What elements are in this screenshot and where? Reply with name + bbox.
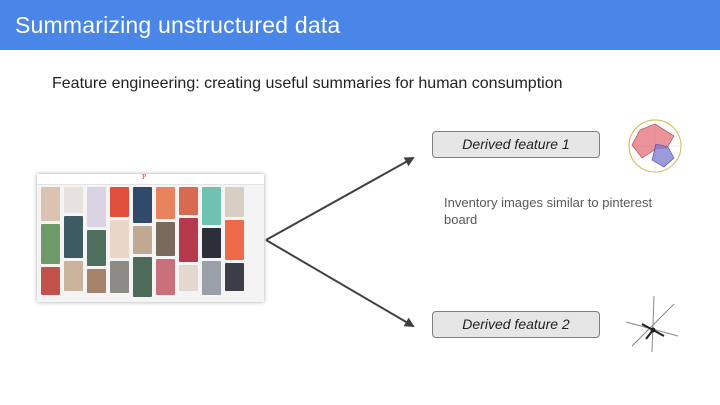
pin-column (202, 187, 221, 298)
derived-feature-1-box: Derived feature 1 (432, 131, 600, 158)
pin-column (225, 187, 244, 294)
slide-subtitle: Feature engineering: creating useful sum… (52, 75, 563, 92)
radar-chart-icon (628, 119, 682, 173)
description-text: Inventory images similar to pinterest bo… (444, 195, 653, 227)
pinboard-topbar: P (37, 174, 264, 185)
pin-column (179, 187, 198, 294)
derived-feature-2-box: Derived feature 2 (432, 311, 600, 338)
slide-title: Summarizing unstructured data (15, 12, 341, 38)
pinterest-logo-icon: P (142, 174, 147, 181)
pin-column (41, 187, 60, 298)
arrow-to-feature-1 (265, 157, 415, 241)
pin-column (133, 187, 152, 300)
pin-column (87, 187, 106, 296)
pinterest-board-image: P (37, 174, 264, 302)
pin-column (110, 187, 129, 296)
pin-column (64, 187, 83, 294)
title-bar: Summarizing unstructured data (0, 0, 720, 50)
3d-axes-icon (625, 295, 679, 353)
pin-column (156, 187, 175, 298)
arrow-to-feature-2 (265, 239, 415, 328)
